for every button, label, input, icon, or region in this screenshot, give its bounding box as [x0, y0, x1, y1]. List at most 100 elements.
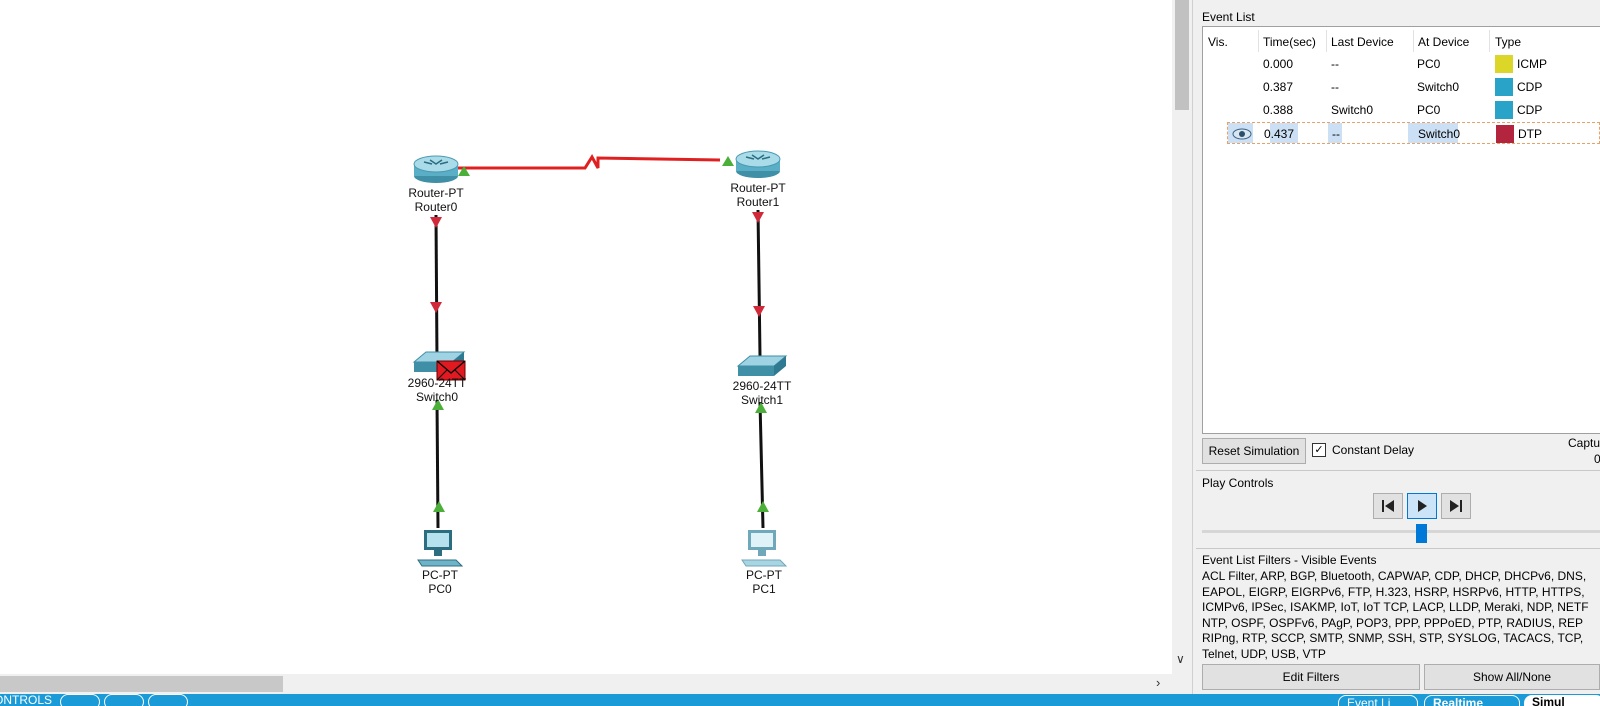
switch-icon[interactable]	[736, 355, 788, 376]
play-controls-title: Play Controls	[1202, 476, 1274, 490]
event-at-device: PC0	[1417, 103, 1441, 117]
selection-highlight	[1328, 123, 1342, 143]
event-time: 0.000	[1263, 57, 1294, 71]
selection-highlight	[1270, 123, 1298, 143]
router-icon[interactable]	[735, 150, 781, 178]
event-time: 0.387	[1263, 80, 1294, 94]
play-button[interactable]	[1407, 493, 1437, 519]
edit-filters-button[interactable]: Edit Filters	[1202, 664, 1420, 690]
device-name-label: PC1	[752, 582, 776, 596]
logical-workspace[interactable]: Router-PT Router0 Router-PT Router1 2960…	[0, 0, 1172, 694]
column-header-type[interactable]: Type	[1495, 35, 1522, 49]
scroll-right-arrow-icon[interactable]: ›	[1156, 675, 1161, 690]
port-up-indicator	[432, 399, 444, 410]
play-speed-slider[interactable]	[1202, 530, 1600, 533]
step-back-icon	[1382, 500, 1394, 512]
link-router0-switch0[interactable]	[434, 214, 439, 363]
capture-label: Captu	[1568, 436, 1600, 450]
event-at-device: Switch0	[1417, 80, 1460, 94]
step-back-button[interactable]	[60, 694, 100, 706]
event-type-color-swatch	[1495, 78, 1513, 96]
device-model-label: Router-PT	[730, 181, 786, 195]
event-at-device: Switch0	[1418, 127, 1461, 141]
bottom-toolbar: ONTROLS Event Li Realtime Simul	[0, 694, 1600, 706]
device-name-label: Switch0	[415, 390, 459, 404]
column-header-last-device[interactable]: Last Device	[1331, 35, 1394, 49]
selection-highlight	[1408, 123, 1458, 143]
switch0-label: 2960-24TT Switch0	[392, 376, 482, 404]
event-row[interactable]: 0.387 -- Switch0 CDP	[1227, 76, 1600, 98]
event-time: 0.437	[1264, 127, 1295, 141]
show-all-none-button[interactable]: Show All/None	[1424, 664, 1600, 690]
device-name-label: Router0	[414, 200, 458, 214]
horizontal-scrollbar[interactable]	[0, 674, 1172, 694]
step-back-button[interactable]	[1373, 493, 1403, 519]
topology-canvas[interactable]	[0, 0, 1172, 674]
event-at-device: PC0	[1417, 57, 1441, 71]
controls-label: ONTROLS	[0, 694, 53, 706]
event-last-device: --	[1331, 80, 1339, 94]
column-header-at-device[interactable]: At Device	[1418, 35, 1470, 49]
play-button[interactable]	[104, 694, 144, 706]
port-down-indicator	[430, 217, 442, 228]
visible-events-list: ACL Filter, ARP, BGP, Bluetooth, CAPWAP,…	[1202, 569, 1589, 661]
device-name-label: Switch1	[740, 393, 784, 407]
event-type-color-swatch	[1495, 55, 1513, 73]
port-up-indicator	[458, 166, 470, 176]
checkmark-icon: ✓	[1314, 444, 1324, 456]
step-forward-icon	[1450, 500, 1462, 512]
port-up-indicator	[433, 501, 445, 512]
event-type: DTP	[1518, 127, 1542, 141]
event-last-device: Switch0	[1331, 103, 1374, 117]
event-row[interactable]: 0.000 -- PC0 ICMP	[1227, 53, 1600, 75]
vertical-scrollbar[interactable]	[1172, 0, 1192, 694]
event-last-device: --	[1331, 57, 1339, 71]
constant-delay-checkbox[interactable]: ✓	[1312, 443, 1326, 457]
vertical-scroll-thumb[interactable]	[1175, 0, 1189, 110]
event-type-color-swatch	[1496, 125, 1514, 143]
event-type: CDP	[1517, 103, 1543, 117]
router-icon[interactable]	[413, 155, 459, 183]
port-down-indicator	[430, 302, 442, 313]
tab-realtime[interactable]: Realtime	[1424, 695, 1520, 706]
port-down-indicator	[752, 212, 764, 223]
horizontal-scroll-thumb[interactable]	[0, 676, 283, 692]
column-divider	[1258, 30, 1259, 52]
event-list-title: Event List	[1202, 10, 1255, 24]
port-up-indicator	[757, 501, 769, 512]
event-type: ICMP	[1517, 57, 1547, 71]
event-list-table[interactable]	[1202, 26, 1600, 434]
event-type: CDP	[1517, 80, 1543, 94]
tab-simulation[interactable]: Simul	[1524, 695, 1600, 706]
play-speed-slider-thumb[interactable]	[1415, 524, 1427, 543]
column-header-vis[interactable]: Vis.	[1208, 35, 1228, 49]
pc1-label: PC-PT PC1	[719, 568, 809, 596]
pdu-envelope-icon[interactable]	[436, 360, 466, 381]
step-forward-button[interactable]	[148, 694, 188, 706]
event-type-color-swatch	[1495, 101, 1513, 119]
pc-icon[interactable]	[741, 530, 788, 567]
capture-value: 0	[1594, 452, 1600, 466]
column-divider	[1413, 30, 1414, 52]
tab-event-list[interactable]: Event Li	[1338, 695, 1418, 706]
device-model-label: Router-PT	[408, 186, 464, 200]
device-model-label: 2960-24TT	[732, 379, 792, 393]
switch1-label: 2960-24TT Switch1	[717, 379, 807, 407]
router0-label: Router-PT Router0	[391, 186, 481, 214]
device-model-label: PC-PT	[746, 568, 782, 582]
reset-simulation-button[interactable]: Reset Simulation	[1202, 438, 1306, 464]
port-up-indicator	[722, 156, 734, 166]
column-header-time[interactable]: Time(sec)	[1263, 35, 1316, 49]
divider	[1196, 470, 1600, 471]
pc-icon[interactable]	[417, 530, 464, 567]
eye-icon[interactable]	[1232, 123, 1252, 152]
step-forward-button[interactable]	[1441, 493, 1471, 519]
scroll-down-chevron-icon[interactable]: ∨	[1176, 652, 1185, 666]
device-model-label: 2960-24TT	[407, 376, 467, 390]
event-filters-title: Event List Filters - Visible Events	[1202, 553, 1377, 567]
serial-link-router0-router1[interactable]	[458, 154, 721, 170]
port-up-indicator	[755, 402, 767, 413]
link-router1-switch1[interactable]	[756, 209, 762, 357]
